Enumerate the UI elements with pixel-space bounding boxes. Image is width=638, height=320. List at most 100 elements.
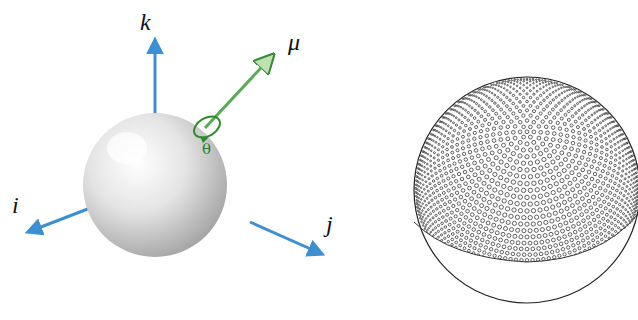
dot: [631, 175, 633, 177]
dot: [491, 209, 495, 213]
dot: [502, 276, 505, 279]
dot: [466, 175, 470, 179]
dot: [601, 146, 604, 149]
dot: [475, 126, 478, 129]
sphere-outline: [414, 77, 638, 303]
dot: [614, 182, 617, 185]
dot: [535, 277, 538, 280]
dot: [553, 211, 557, 215]
dot: [567, 95, 569, 97]
dot: [540, 88, 542, 90]
dot: [494, 102, 496, 104]
dot: [535, 174, 539, 178]
dot: [506, 96, 508, 98]
dot: [464, 158, 467, 161]
dot: [613, 246, 615, 248]
dot: [439, 138, 441, 140]
dot: [626, 163, 628, 165]
dot: [491, 92, 493, 94]
dot: [538, 208, 542, 212]
dot: [582, 219, 586, 223]
dot: [595, 208, 598, 211]
dot: [603, 223, 606, 226]
dot: [496, 166, 500, 170]
dot: [569, 275, 571, 277]
dot: [448, 229, 451, 232]
dot: [453, 198, 456, 201]
dot: [634, 214, 636, 216]
dot: [536, 85, 538, 87]
dot: [553, 225, 557, 229]
dot: [458, 254, 460, 256]
dot: [476, 103, 478, 105]
dot: [554, 275, 557, 278]
dot: [474, 95, 476, 97]
dot: [481, 124, 484, 127]
dot: [619, 203, 621, 205]
dot: [421, 199, 423, 201]
dot: [597, 117, 599, 119]
dot: [490, 229, 494, 233]
dot: [558, 139, 562, 143]
dot: [452, 175, 455, 178]
dot: [606, 148, 609, 151]
dot: [621, 145, 623, 147]
dot: [434, 185, 436, 187]
dot: [415, 191, 417, 193]
dot: [470, 269, 472, 271]
dot: [487, 146, 491, 150]
dot: [599, 105, 601, 107]
dot: [459, 112, 461, 114]
vector-label: μ: [288, 30, 300, 54]
dot: [468, 244, 471, 247]
dot: [516, 85, 518, 87]
dot: [610, 249, 612, 251]
dot: [617, 221, 619, 223]
dot: [437, 230, 439, 232]
dot: [625, 235, 627, 237]
dot: [469, 105, 471, 107]
dot: [629, 146, 631, 148]
dot: [466, 209, 470, 213]
dot: [539, 152, 543, 156]
dot: [623, 138, 625, 140]
dot: [461, 141, 464, 144]
dot: [565, 240, 569, 244]
dot: [593, 267, 595, 269]
dot: [474, 222, 478, 226]
dot: [478, 105, 480, 107]
dot: [569, 87, 571, 89]
dot: [583, 244, 586, 247]
dot: [496, 260, 499, 263]
dot: [435, 142, 437, 144]
dot: [522, 253, 526, 257]
dot: [506, 137, 510, 141]
dot: [549, 232, 553, 236]
dot: [585, 231, 588, 234]
dot: [548, 245, 552, 249]
dot: [612, 251, 614, 253]
dot: [613, 121, 615, 123]
dot: [610, 216, 613, 219]
dot: [559, 162, 563, 166]
dot: [578, 247, 581, 250]
dot: [508, 284, 510, 286]
dot: [570, 147, 574, 151]
dot: [461, 121, 463, 123]
dot: [637, 195, 638, 197]
dot: [451, 151, 454, 154]
dot: [584, 105, 586, 107]
dot: [576, 263, 579, 266]
dot: [532, 154, 536, 158]
dot: [552, 86, 554, 88]
dot: [601, 253, 603, 255]
dot: [601, 248, 603, 250]
dot: [571, 115, 574, 118]
dot: [582, 114, 584, 116]
dot: [567, 110, 570, 113]
dot: [615, 154, 617, 156]
dot: [486, 128, 489, 131]
dot: [418, 172, 420, 174]
dot: [607, 184, 610, 187]
dot: [475, 184, 479, 188]
